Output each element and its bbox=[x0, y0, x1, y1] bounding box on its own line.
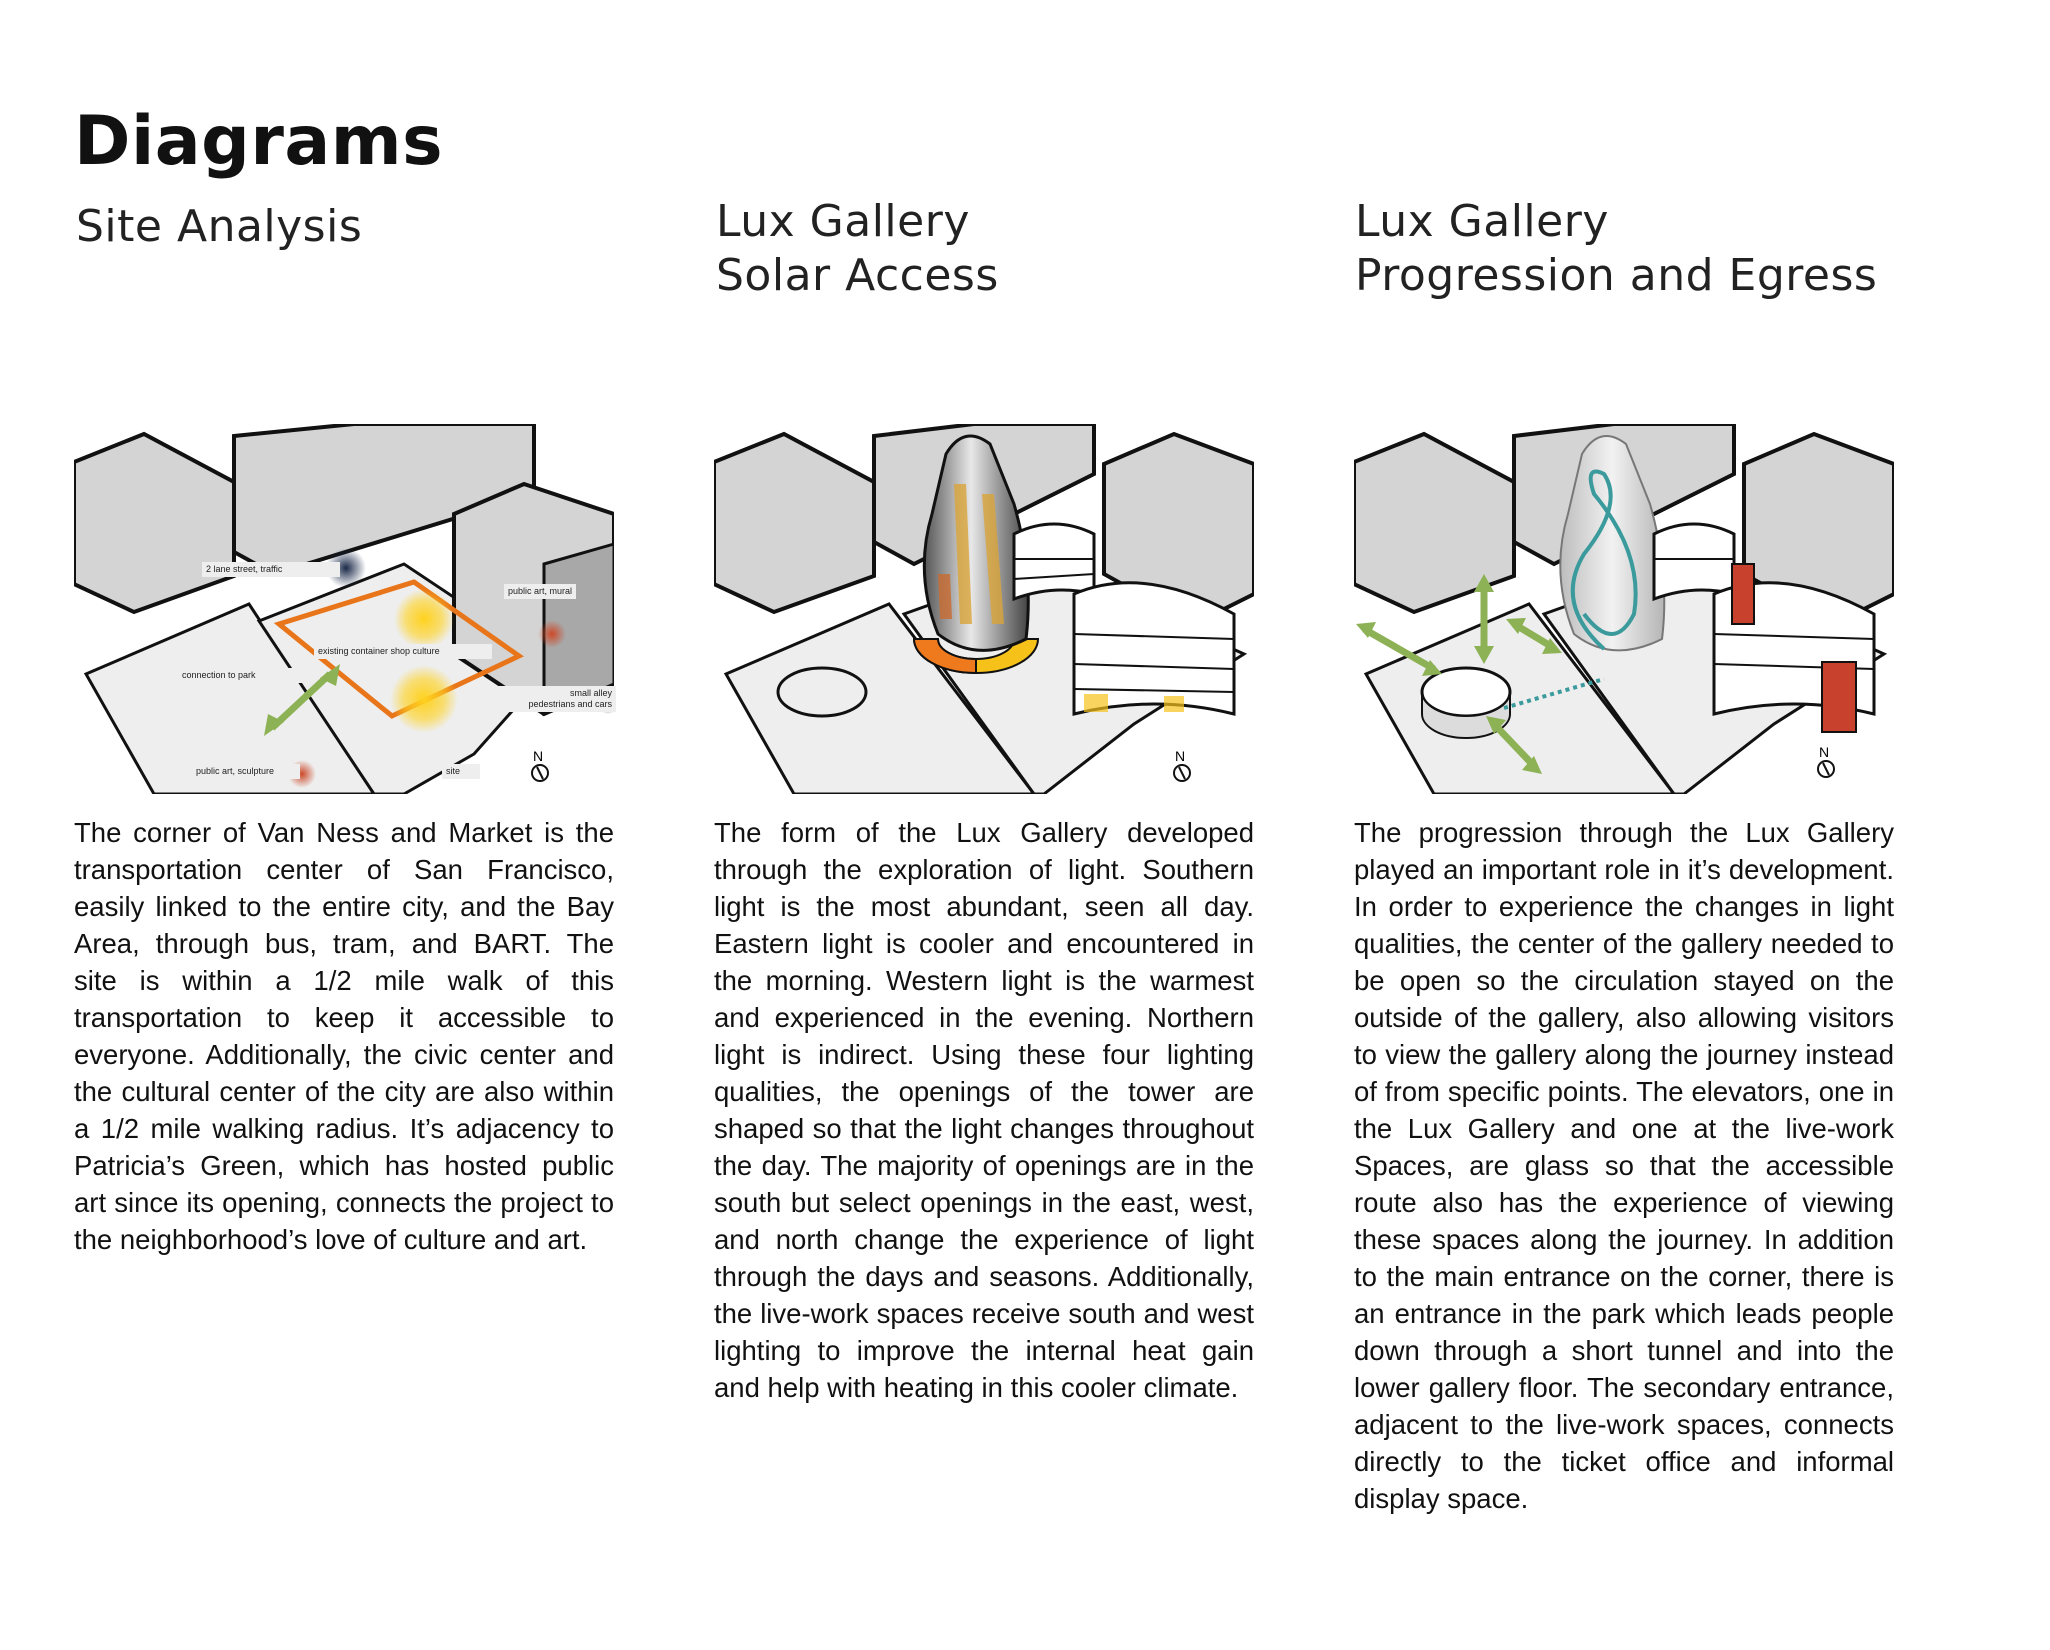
park-plate bbox=[723, 602, 1036, 794]
label-container: existing container shop culture bbox=[314, 644, 492, 659]
site-analysis-title: Site Analysis bbox=[76, 200, 362, 254]
block-west bbox=[74, 431, 236, 615]
elevator-core bbox=[1731, 563, 1755, 625]
light-panel bbox=[1084, 694, 1108, 712]
north-label: N bbox=[1175, 748, 1185, 764]
site-boundary bbox=[273, 579, 524, 719]
label-street: 2 lane street, traffic bbox=[202, 562, 340, 577]
arrow-head bbox=[1474, 646, 1494, 664]
arrow-head bbox=[1422, 660, 1442, 676]
live-work-building bbox=[1652, 522, 1736, 602]
north-arrow-icon bbox=[531, 764, 549, 782]
progression-egress-text: The progression through the Lux Gallery … bbox=[1354, 817, 1894, 1514]
tower-opening bbox=[938, 574, 952, 619]
access-arrow bbox=[1362, 625, 1436, 673]
solar-access-diagram: N bbox=[714, 424, 1254, 794]
title-line: Lux Gallery bbox=[1355, 196, 1609, 247]
park-connection-arrow bbox=[269, 671, 333, 731]
north-arrow-icon bbox=[1173, 764, 1191, 782]
label-alley-line: small alley bbox=[569, 688, 612, 698]
title-line: Lux Gallery bbox=[716, 196, 970, 247]
arrow-head bbox=[1522, 756, 1542, 774]
plaza-circle bbox=[776, 666, 868, 718]
arrow-head bbox=[320, 664, 340, 686]
park-entrance-wall bbox=[1421, 691, 1511, 739]
page-title: Diagrams bbox=[74, 102, 444, 181]
live-work-building bbox=[1072, 581, 1236, 716]
block-west bbox=[714, 431, 876, 615]
sun-glow bbox=[390, 665, 458, 733]
arrow-head bbox=[1356, 622, 1376, 638]
floor-line bbox=[1013, 573, 1095, 580]
sun-glow bbox=[394, 589, 454, 649]
floor-line bbox=[1073, 633, 1235, 640]
floor-line bbox=[1073, 663, 1235, 670]
solar-access-title: Lux Gallery Solar Access bbox=[716, 195, 999, 303]
progression-egress-diagram: N bbox=[1354, 424, 1894, 794]
solar-access-drawing: N bbox=[714, 424, 1254, 794]
site-analysis-drawing: N bbox=[74, 424, 614, 794]
label-site: site bbox=[442, 764, 480, 779]
traffic-glow bbox=[326, 548, 366, 588]
arrow-head bbox=[1506, 618, 1526, 634]
floor-line bbox=[1713, 633, 1875, 640]
tower-opening bbox=[954, 484, 972, 624]
gallery-tower bbox=[1559, 435, 1666, 652]
light-panel bbox=[1164, 696, 1184, 712]
label-sculpture: public art, sculpture bbox=[192, 764, 300, 779]
title-line: Progression and Egress bbox=[1355, 250, 1878, 301]
north-arrow-needle bbox=[536, 766, 544, 780]
arrow-head bbox=[1486, 716, 1506, 734]
label-mural: public art, mural bbox=[504, 584, 576, 599]
title-line: Solar Access bbox=[716, 250, 999, 301]
site-analysis-diagram: N 2 lane street, traffic public art, mur… bbox=[74, 424, 616, 794]
north-arrow-needle bbox=[1178, 766, 1186, 780]
arrow-head bbox=[1542, 638, 1562, 654]
block-west bbox=[1354, 431, 1516, 615]
park-plate bbox=[83, 602, 376, 794]
solar-ring-west bbox=[912, 638, 977, 675]
progression-egress-drawing: N bbox=[1354, 424, 1894, 794]
access-arrow bbox=[1491, 721, 1537, 769]
park-plate bbox=[1363, 602, 1676, 794]
arrow-head bbox=[1474, 574, 1494, 592]
live-work-building bbox=[1012, 522, 1096, 602]
north-label: N bbox=[533, 748, 543, 764]
north-arrow-needle bbox=[1822, 762, 1830, 776]
tunnel-path bbox=[1503, 677, 1605, 710]
arrow-head bbox=[264, 714, 284, 736]
progression-egress-title: Lux Gallery Progression and Egress bbox=[1355, 195, 1877, 303]
solar-access-text: The form of the Lux Gallery developed th… bbox=[714, 817, 1254, 1403]
tower-opening bbox=[982, 494, 1004, 624]
north-label: N bbox=[1819, 744, 1829, 760]
floor-line bbox=[1073, 688, 1235, 693]
label-alley: small alley pedestrians and cars bbox=[476, 686, 616, 712]
label-alley-line: pedestrians and cars bbox=[528, 699, 612, 709]
title-line: Site Analysis bbox=[76, 201, 363, 252]
label-park: connection to park bbox=[178, 668, 306, 683]
site-analysis-text: The corner of Van Ness and Market is the… bbox=[74, 817, 614, 1255]
north-arrow-icon bbox=[1817, 760, 1835, 778]
art-glow bbox=[538, 620, 566, 648]
circulation-path bbox=[1570, 469, 1638, 651]
egress-stair bbox=[1821, 661, 1857, 733]
block-east bbox=[1102, 431, 1254, 627]
